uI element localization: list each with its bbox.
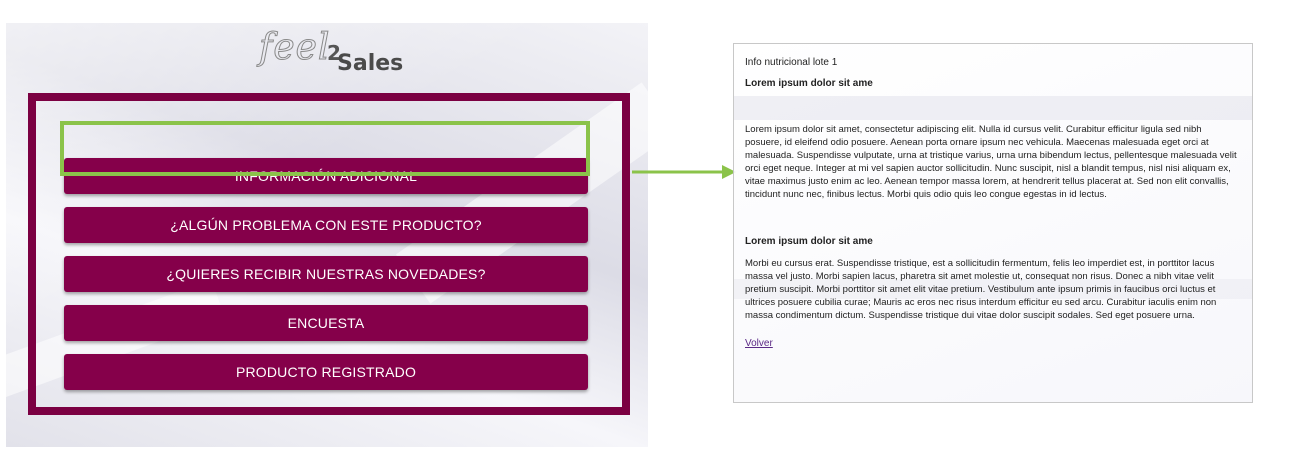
feel2sales-logo: feel 2 Sales [258, 27, 419, 77]
section1-heading: Lorem ipsum dolor sit ame [745, 78, 873, 89]
background-band [734, 96, 1252, 120]
back-link[interactable]: Volver [745, 338, 773, 350]
registered-product-button[interactable]: PRODUCTO REGISTRADO [64, 354, 588, 390]
logo-text-feel: feel [258, 27, 331, 69]
info-title: Info nutricional lote 1 [745, 57, 838, 68]
logo-text-2: 2 [327, 41, 341, 65]
arrow-right-icon [632, 165, 736, 179]
additional-info-button[interactable]: INFORMACIÓN ADICIONAL [64, 158, 588, 194]
logo-text-sales: Sales [337, 51, 404, 76]
background-band [734, 279, 1252, 299]
section2-heading: Lorem ipsum dolor sit ame [745, 235, 873, 247]
menu-frame [28, 93, 630, 415]
product-problem-button[interactable]: ¿ALGÚN PROBLEMA CON ESTE PRODUCTO? [64, 207, 588, 243]
info-content: Info nutricional lote 1 Lorem ipsum dolo… [745, 57, 1241, 351]
section1-body: Lorem ipsum dolor sit amet, consectetur … [745, 124, 1237, 201]
survey-button[interactable]: ENCUESTA [64, 305, 588, 341]
section2-body: Morbi eu cursus erat. Suspendisse tristi… [745, 257, 1217, 321]
info-panel: Info nutricional lote 1 Lorem ipsum dolo… [733, 43, 1253, 403]
newsletter-button[interactable]: ¿QUIERES RECIBIR NUESTRAS NOVEDADES? [64, 256, 588, 292]
highlight-box [60, 121, 590, 176]
